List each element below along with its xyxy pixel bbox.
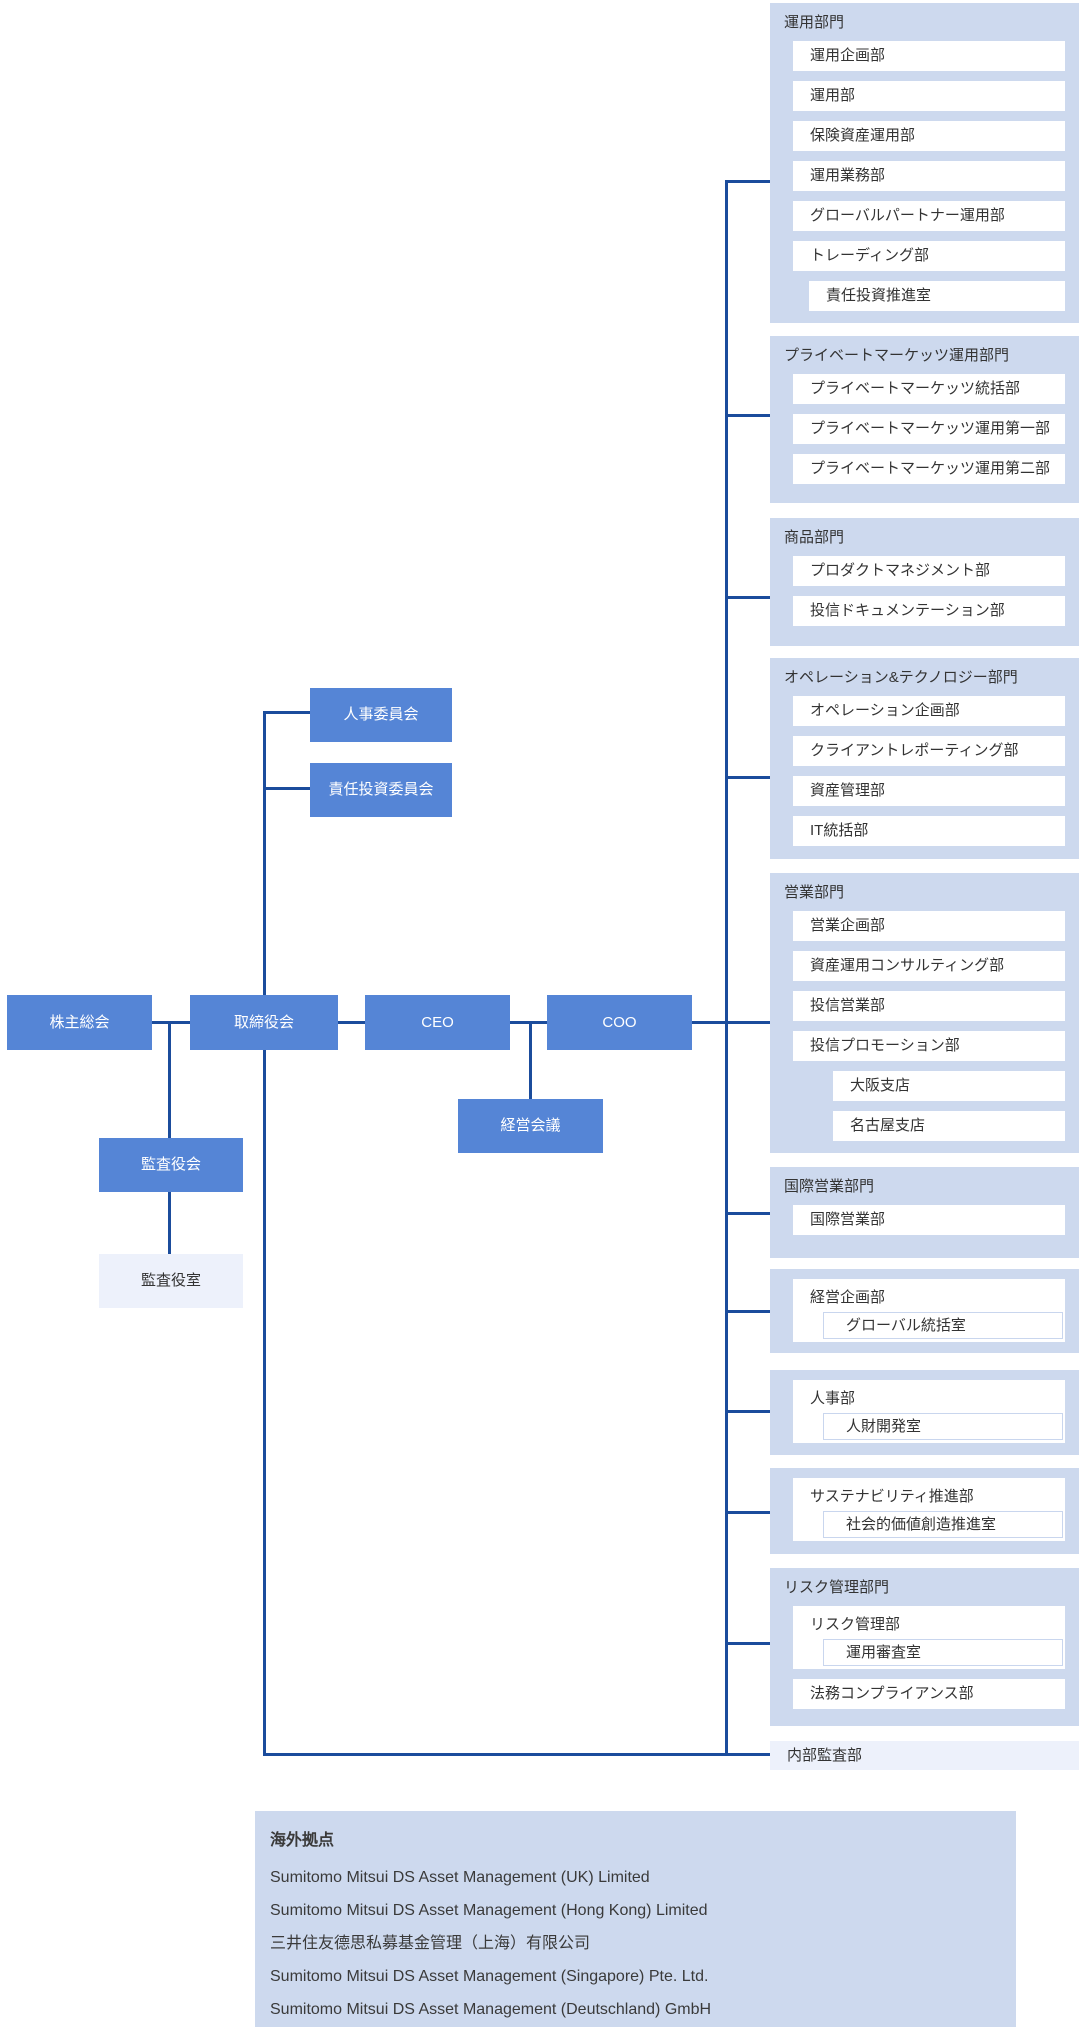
division-title: 商品部門	[784, 529, 845, 546]
connector-line	[152, 1021, 190, 1024]
hr-committee-box: 人事委員会	[310, 688, 452, 742]
board-down-line	[263, 1050, 266, 1756]
department-box: 経営企画部グローバル統括室	[793, 1279, 1065, 1342]
branch-office-box: 大阪支店	[833, 1071, 1065, 1101]
division-branch-line	[725, 776, 770, 779]
bottom-line	[263, 1753, 770, 1756]
division-title: 営業部門	[784, 884, 845, 901]
division-panel: サステナビリティ推進部社会的価値創造推進室	[770, 1468, 1079, 1554]
department-box: プロダクトマネジメント部	[793, 556, 1065, 586]
overseas-company: Sumitomo Mitsui DS Asset Management (Sin…	[270, 1968, 709, 1985]
coo-box: COO	[547, 995, 692, 1050]
overseas-company: Sumitomo Mitsui DS Asset Management (Deu…	[270, 2001, 712, 2018]
audit-drop-line	[168, 1021, 171, 1138]
department-box: リスク管理部運用審査室	[793, 1606, 1065, 1669]
department-box: 営業企画部	[793, 911, 1065, 941]
division-title: オペレーション&テクノロジー部門	[784, 669, 1018, 686]
audit-board-box: 監査役会	[99, 1138, 243, 1192]
division-panel: プライベートマーケッツ運用部門プライベートマーケッツ統括部プライベートマーケッツ…	[770, 336, 1079, 503]
division-panel: 営業部門営業企画部資産運用コンサルティング部投信営業部投信プロモーション部大阪支…	[770, 873, 1079, 1153]
department-box: プライベートマーケッツ統括部	[793, 374, 1065, 404]
internal-audit-box: 内部監査部	[770, 1741, 1079, 1770]
management-meeting-box: 経営会議	[458, 1099, 603, 1153]
department-box: 資産運用コンサルティング部	[793, 951, 1065, 981]
division-branch-line	[725, 414, 770, 417]
division-panel: 人事部人財開発室	[770, 1370, 1079, 1455]
division-title: プライベートマーケッツ運用部門	[784, 347, 1010, 364]
overseas-company: Sumitomo Mitsui DS Asset Management (Hon…	[270, 1902, 708, 1919]
sub-department-room-box: グローバル統括室	[823, 1312, 1063, 1339]
department-box: 投信営業部	[793, 991, 1065, 1021]
department-box: プライベートマーケッツ運用第二部	[793, 454, 1065, 484]
department-box: 投信ドキュメンテーション部	[793, 596, 1065, 626]
overseas-company: 三井住友德思私募基金管理（上海）有限公司	[270, 1935, 591, 1952]
sub-department-room-box: 社会的価値創造推進室	[823, 1511, 1063, 1538]
department-box: 運用業務部	[793, 161, 1065, 191]
division-panel: 経営企画部グローバル統括室	[770, 1269, 1079, 1353]
department-box: 保険資産運用部	[793, 121, 1065, 151]
department-box: IT統括部	[793, 816, 1065, 846]
division-panel: オペレーション&テクノロジー部門オペレーション企画部クライアントレポーティング部…	[770, 658, 1079, 859]
shareholders-meeting-box: 株主総会	[7, 995, 152, 1050]
department-box: 国際営業部	[793, 1205, 1065, 1235]
division-panel: 国際営業部門国際営業部	[770, 1167, 1079, 1258]
connector-line	[338, 1021, 365, 1024]
division-title: 国際営業部門	[784, 1178, 875, 1195]
overseas-locations-panel: 海外拠点 Sumitomo Mitsui DS Asset Management…	[255, 1811, 1016, 2027]
department-box: プライベートマーケッツ運用第一部	[793, 414, 1065, 444]
department-box: 法務コンプライアンス部	[793, 1679, 1065, 1709]
division-branch-line	[725, 1511, 770, 1514]
department-box: サステナビリティ推進部社会的価値創造推進室	[793, 1478, 1065, 1541]
department-box: トレーディング部	[793, 241, 1065, 271]
connector-line	[510, 1021, 547, 1024]
overseas-company-list: Sumitomo Mitsui DS Asset Management (UK)…	[270, 1861, 1016, 2026]
division-title: 運用部門	[784, 14, 845, 31]
division-branch-line	[725, 1212, 770, 1215]
audit-office-line	[168, 1192, 171, 1254]
department-box: 運用部	[793, 81, 1065, 111]
division-title: リスク管理部門	[784, 1579, 890, 1596]
division-branch-line	[725, 180, 770, 183]
ceo-box: CEO	[365, 995, 510, 1050]
division-panel: 商品部門プロダクトマネジメント部投信ドキュメンテーション部	[770, 518, 1079, 646]
division-panel: リスク管理部門リスク管理部運用審査室法務コンプライアンス部	[770, 1568, 1079, 1726]
responsible-investment-committee-box: 責任投資委員会	[310, 763, 452, 817]
management-meeting-line	[529, 1023, 532, 1099]
branch-office-box: 名古屋支店	[833, 1111, 1065, 1141]
division-branch-line	[725, 1410, 770, 1413]
department-box: オペレーション企画部	[793, 696, 1065, 726]
board-up-line	[263, 713, 266, 995]
department-box: 運用企画部	[793, 41, 1065, 71]
division-branch-line	[725, 596, 770, 599]
sub-department-room-box: 運用審査室	[823, 1639, 1063, 1666]
department-box: 投信プロモーション部	[793, 1031, 1065, 1061]
department-box: グローバルパートナー運用部	[793, 201, 1065, 231]
branch-office-box: 責任投資推進室	[809, 281, 1065, 311]
division-branch-line	[725, 1310, 770, 1313]
trunk-line	[725, 181, 728, 1756]
department-box: 人事部人財開発室	[793, 1380, 1065, 1443]
overseas-title: 海外拠点	[270, 1832, 335, 1849]
audit-office-box: 監査役室	[99, 1254, 243, 1308]
division-panel: 運用部門運用企画部運用部保険資産運用部運用業務部グローバルパートナー運用部トレー…	[770, 3, 1079, 323]
committee-stub	[263, 787, 310, 790]
department-box: クライアントレポーティング部	[793, 736, 1065, 766]
sub-department-room-box: 人財開発室	[823, 1413, 1063, 1440]
division-branch-line	[725, 1642, 770, 1645]
committee-stub	[263, 711, 310, 714]
overseas-company: Sumitomo Mitsui DS Asset Management (UK)…	[270, 1869, 650, 1886]
board-of-directors-box: 取締役会	[190, 995, 338, 1050]
division-branch-line	[725, 1021, 770, 1024]
department-box: 資産管理部	[793, 776, 1065, 806]
